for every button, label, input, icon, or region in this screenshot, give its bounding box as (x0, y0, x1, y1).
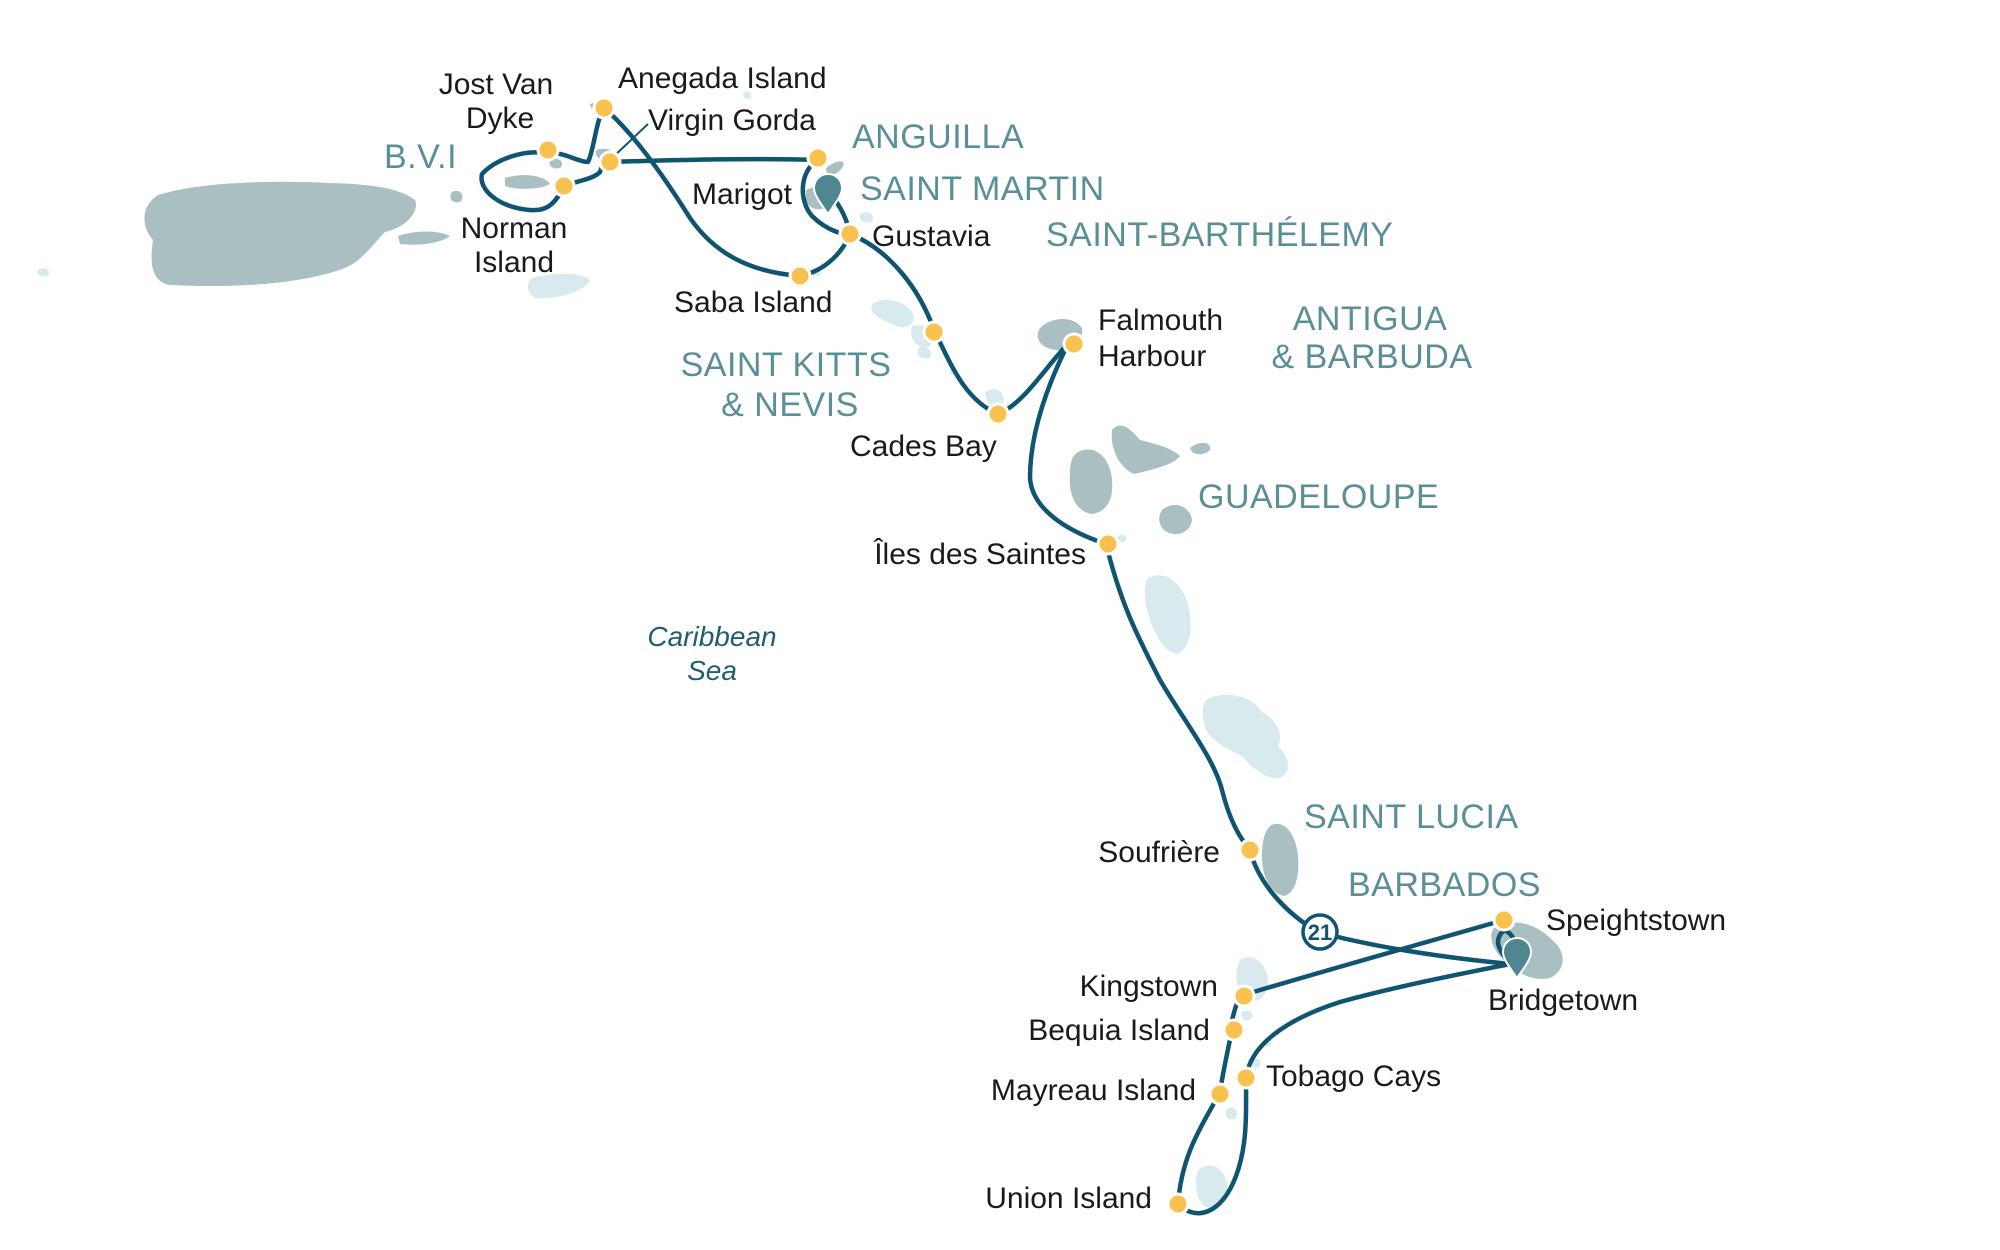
island-vieques (398, 231, 450, 245)
route-saintes-to-soufriere (1103, 541, 1253, 853)
port-dot-norman-island (552, 174, 576, 198)
island-nevis (917, 346, 932, 359)
port-label-mayreau: Mayreau Island (991, 1074, 1196, 1107)
island-basse-terre (1069, 449, 1113, 514)
country-labels: B.V.I ANGUILLA SAINT MARTIN SAINT-BARTHÉ… (384, 118, 1541, 904)
route-bvi-loop (479, 150, 613, 213)
route-cades-to-falmouth (995, 341, 1071, 417)
country-label-saint-kitts-line2: & NEVIS (721, 386, 859, 424)
country-label-barbados: BARBADOS (1348, 866, 1541, 904)
port-label-virgin-gorda: Virgin Gorda (648, 104, 816, 137)
sea-label-line1: Caribbean (647, 621, 776, 652)
port-label-saba: Saba Island (674, 286, 832, 319)
port-label-falmouth-line2: Harbour (1098, 340, 1206, 373)
port-label-bequia: Bequia Island (1028, 1014, 1210, 1047)
country-label-bvi: B.V.I (384, 138, 457, 176)
virgin-gorda-pointer (611, 123, 649, 159)
port-dot-union-island (1166, 1192, 1190, 1216)
port-dot-bequia (1222, 1018, 1246, 1042)
port-dot-cades-bay (986, 402, 1010, 426)
port-labels: Anegada Island Jost Van Dyke Virgin Gord… (439, 62, 1726, 1215)
port-dots (536, 96, 1516, 1216)
port-dot-virgin-gorda (598, 150, 622, 174)
island-culebra (450, 190, 463, 203)
marigot-pin-icon (812, 172, 844, 216)
route-virgin-gorda-to-anguilla (607, 156, 821, 165)
island-bvi-small-1 (549, 158, 563, 169)
port-dot-saba (788, 264, 812, 288)
island-puerto-rico (144, 181, 416, 287)
marker-pins (812, 172, 1533, 980)
country-label-antigua-line2: & BARBUDA (1272, 338, 1473, 376)
port-dot-speightstown (1492, 908, 1516, 932)
island-carriacou (1225, 1107, 1238, 1120)
port-dot-anguilla (806, 146, 830, 170)
port-dot-mayreau (1208, 1082, 1232, 1106)
port-label-speightstown: Speightstown (1546, 904, 1726, 937)
island-saint-barthelemy (859, 212, 874, 223)
port-dot-anegada (592, 96, 616, 120)
route-gustavia-to-kitts (847, 231, 937, 333)
island-desirade (1190, 442, 1211, 455)
country-label-saint-kitts-line1: SAINT KITTS (681, 346, 892, 384)
port-label-bridgetown: Bridgetown (1488, 984, 1638, 1017)
port-dot-jost-van-dyke (536, 138, 560, 162)
port-dot-soufriere (1238, 838, 1262, 862)
port-label-soufriere: Soufrière (1098, 836, 1220, 869)
sea-label-line2: Sea (687, 655, 737, 686)
route-anguilla-marigot-gustavia (800, 157, 853, 237)
port-dot-saint-kitts (922, 320, 946, 344)
route-bvi-to-anegada (545, 105, 607, 165)
country-label-saint-lucia: SAINT LUCIA (1304, 798, 1519, 836)
port-label-jost-line2: Dyke (466, 102, 534, 135)
island-st-croix (527, 273, 590, 299)
port-label-iles-des-saintes: Îles des Saintes (873, 538, 1086, 571)
port-dot-falmouth-harbour (1062, 332, 1086, 356)
port-label-kingstown: Kingstown (1080, 970, 1218, 1003)
country-label-guadeloupe: GUADELOUPE (1198, 478, 1439, 516)
itinerary-badge: 21 (1301, 913, 1339, 951)
country-label-saint-martin: SAINT MARTIN (860, 170, 1105, 208)
island-anguilla (826, 161, 844, 175)
country-label-anguilla: ANGUILLA (852, 118, 1024, 156)
island-tortola (505, 175, 550, 189)
island-grande-terre (1111, 425, 1180, 474)
port-label-gustavia: Gustavia (872, 220, 991, 253)
port-dot-tobago-cays (1234, 1066, 1258, 1090)
route-anegada-to-saba (601, 105, 803, 279)
port-label-union-island: Union Island (985, 1182, 1152, 1215)
port-label-tobago-cays: Tobago Cays (1266, 1060, 1441, 1093)
port-label-falmouth-line1: Falmouth (1098, 304, 1223, 337)
itinerary-badge-number: 21 (1308, 920, 1332, 945)
island-saint-lucia (1262, 823, 1299, 896)
port-label-anegada: Anegada Island (618, 62, 827, 95)
island-sombrero (743, 91, 752, 99)
islands (37, 91, 1563, 1209)
port-label-marigot: Marigot (692, 178, 793, 211)
island-grenada-north (1196, 1165, 1228, 1209)
island-martinique (1202, 694, 1289, 779)
route-union-to-tobago-to-bridgetown (1175, 961, 1513, 1216)
route-speightstown-to-kingstown (1237, 917, 1507, 999)
island-mona (37, 268, 50, 277)
route-lines (479, 105, 1518, 1216)
route-falmouth-to-saintes (1027, 341, 1109, 547)
island-marie-galante (1159, 505, 1192, 535)
port-label-cades-bay: Cades Bay (850, 430, 997, 463)
port-label-norman-line1: Norman (461, 212, 568, 245)
island-st-eustatius (871, 299, 914, 328)
island-bequia (1241, 1010, 1253, 1021)
port-dot-iles-des-saintes (1096, 532, 1120, 556)
sea-label: Caribbean Sea (647, 621, 776, 686)
country-label-antigua-line1: ANTIGUA (1293, 300, 1448, 338)
country-label-saint-barthelemy: SAINT-BARTHÉLEMY (1046, 216, 1393, 254)
port-dot-kingstown (1232, 984, 1256, 1008)
port-label-norman-line2: Island (474, 246, 554, 279)
port-label-jost-line1: Jost Van (439, 68, 554, 101)
bridgetown-pin-icon (1501, 936, 1533, 980)
island-dominica (1144, 575, 1191, 654)
port-dot-gustavia (838, 222, 862, 246)
